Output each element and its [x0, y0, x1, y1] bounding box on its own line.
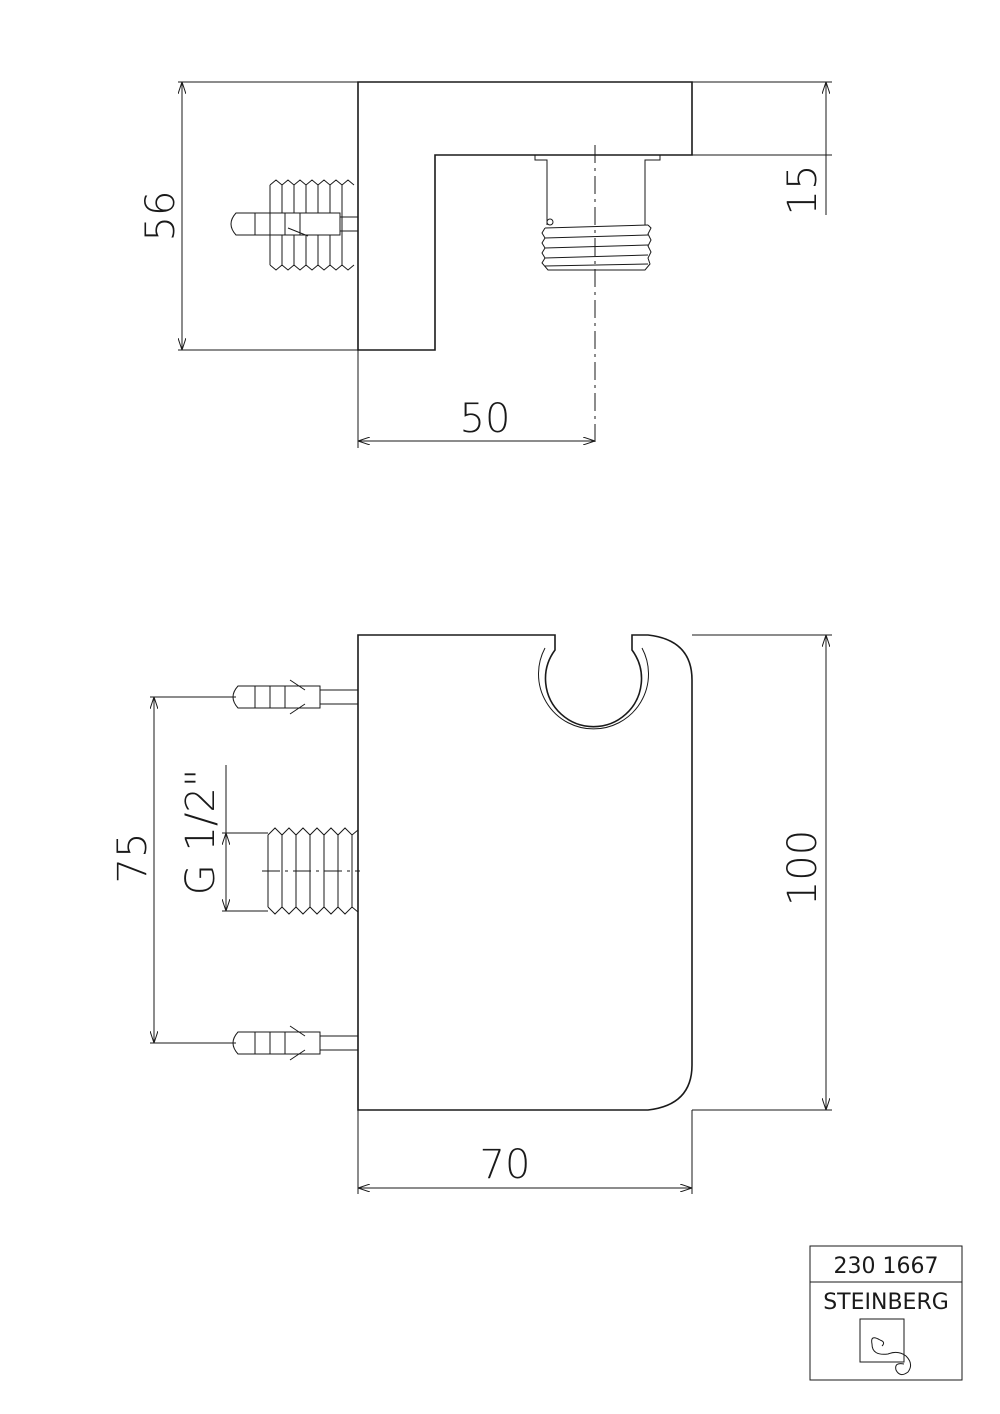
brand-name: STEINBERG	[823, 1290, 949, 1315]
title-block: 230 1667 STEINBERG	[809, 1245, 963, 1381]
dim-70: 70	[480, 1142, 531, 1188]
holder-body-side	[357, 81, 693, 351]
inlet-thread	[262, 827, 360, 915]
mounting-plug-bottom	[232, 1025, 358, 1061]
dim-50: 50	[460, 396, 511, 442]
dim-56: 56	[138, 191, 184, 242]
dim-100: 100	[780, 830, 826, 906]
dim-75: 75	[110, 833, 156, 884]
mounting-plug-top	[232, 679, 358, 715]
top-view: 56 15 50	[138, 81, 832, 448]
brand-logo-icon	[859, 1318, 912, 1376]
dim-15: 15	[780, 165, 826, 216]
holder-body-front	[357, 634, 693, 1111]
outlet-fitting	[534, 155, 661, 271]
wall-plug-screw	[230, 212, 358, 237]
front-view: 75 G 1/2" 100 70	[110, 634, 832, 1194]
thread-size-label: G 1/2"	[178, 769, 224, 895]
article-number: 230 1667	[834, 1254, 939, 1279]
